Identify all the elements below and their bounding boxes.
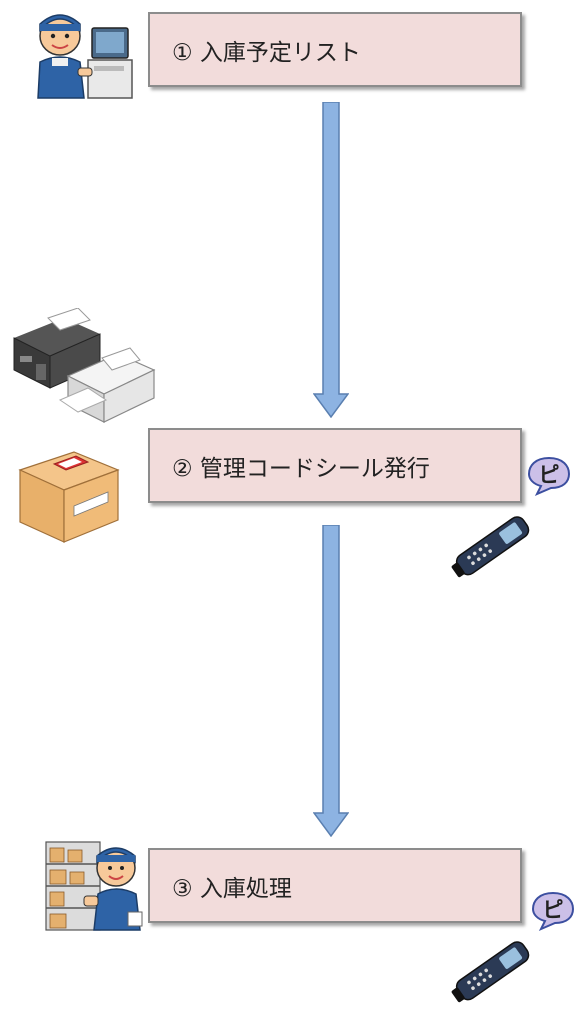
bubble-1-text: ピ bbox=[538, 463, 560, 487]
warehouse-worker-icon bbox=[44, 838, 146, 934]
speech-bubble-1: ピ bbox=[527, 456, 571, 496]
printer-icon bbox=[8, 307, 156, 426]
worker-computer-icon bbox=[30, 6, 140, 102]
step-3-label: ③ 入庫処理 bbox=[172, 875, 292, 902]
handheld-scanner-icon bbox=[446, 505, 538, 583]
speech-bubble-2: ピ bbox=[531, 891, 575, 931]
step-2-label: ② 管理コードシール発行 bbox=[172, 455, 430, 482]
handheld-scanner-icon bbox=[446, 930, 538, 1008]
cardboard-box-icon bbox=[16, 448, 120, 544]
arrow-down-2 bbox=[313, 525, 349, 837]
step-1-box: ① 入庫予定リスト bbox=[148, 12, 522, 87]
bubble-2-text: ピ bbox=[542, 898, 564, 922]
step-2-box: ② 管理コードシール発行 bbox=[148, 428, 522, 503]
step-1-label: ① 入庫予定リスト bbox=[172, 39, 361, 66]
arrow-down-1 bbox=[313, 102, 349, 418]
step-3-box: ③ 入庫処理 bbox=[148, 848, 522, 923]
